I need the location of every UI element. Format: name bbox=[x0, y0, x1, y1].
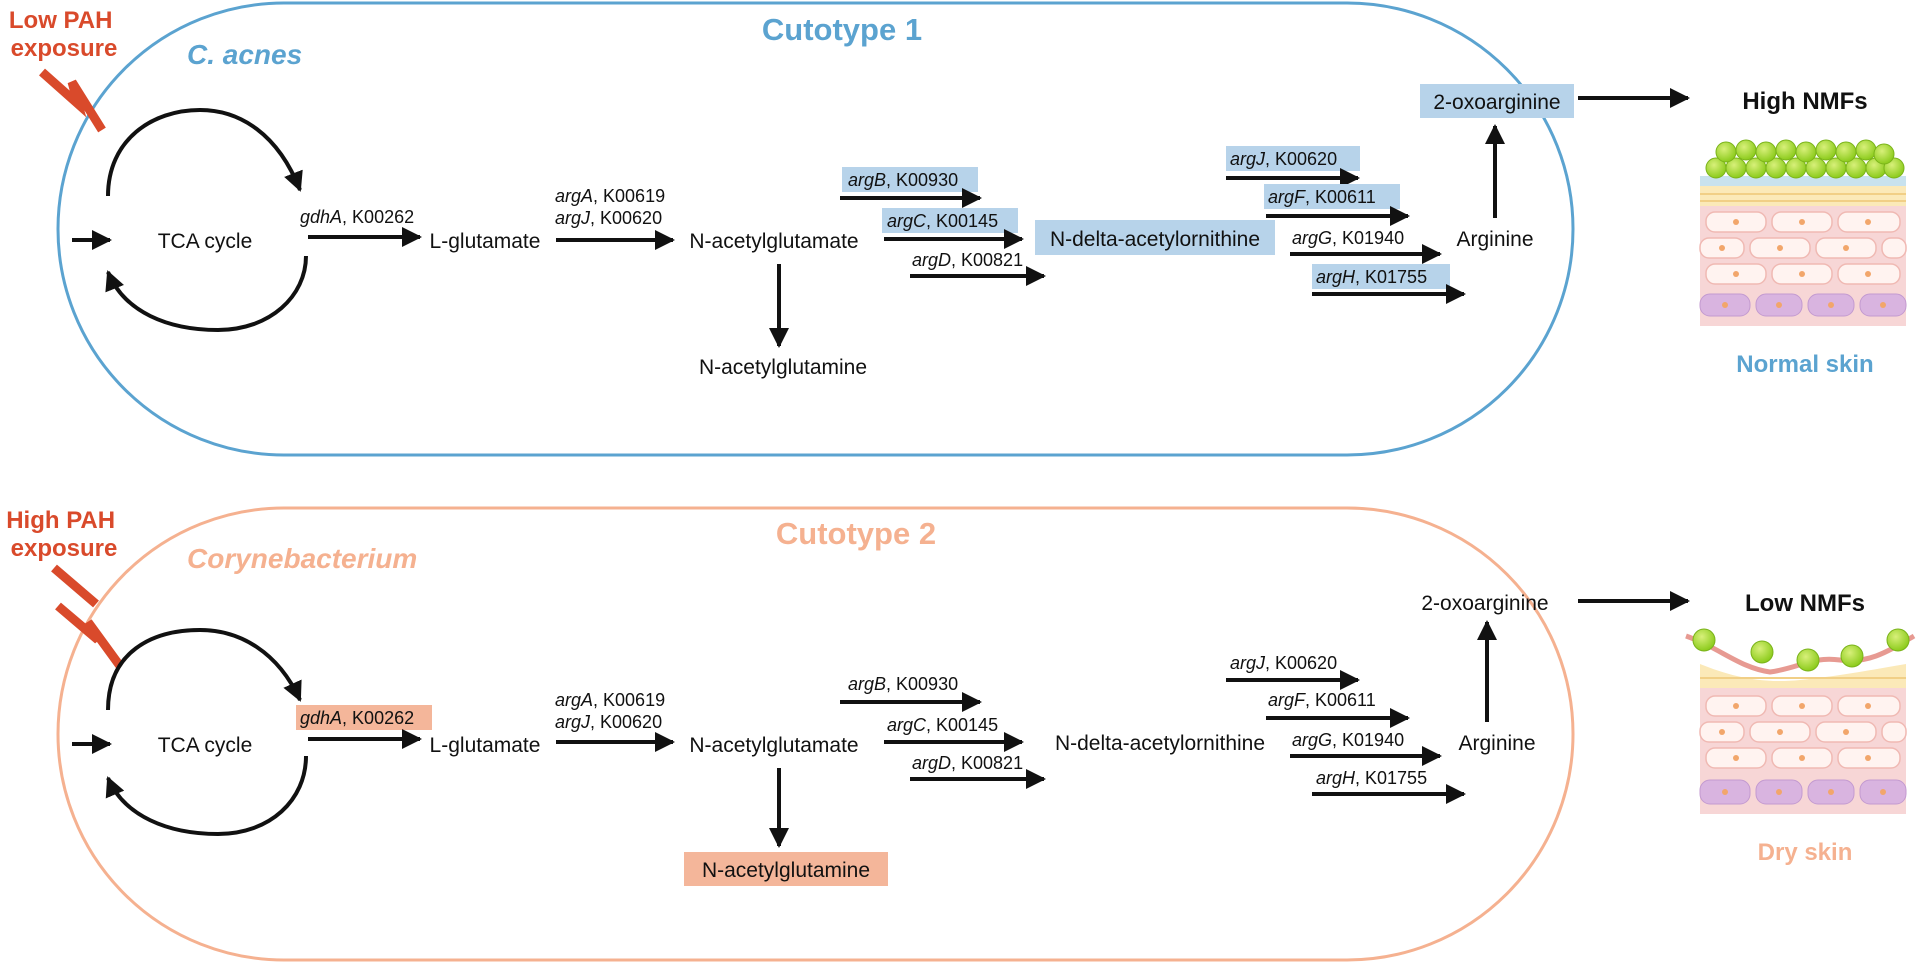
exposure-label: High PAH exposure bbox=[6, 507, 122, 562]
skin-label: Dry skin bbox=[1758, 839, 1853, 866]
enzyme-argf: argF, K00611 bbox=[1268, 187, 1376, 207]
node-n-acetylglutamate: N-acetylglutamate bbox=[689, 230, 858, 253]
highlight-oxo bbox=[1420, 84, 1574, 118]
highlight-gdha bbox=[296, 705, 432, 730]
highlight-argj-2 bbox=[1226, 146, 1360, 171]
exposure-label: Low PAH exposure bbox=[9, 7, 119, 62]
enzyme-argd: argD, K00821 bbox=[912, 753, 1023, 773]
node-n-acetylglutamine: N-acetylglutamine bbox=[699, 356, 867, 379]
node-n-delta-acetylornithine: N-delta-acetylornithine bbox=[1055, 732, 1265, 755]
highlight-argf bbox=[1264, 184, 1400, 209]
outcome-label: High NMFs bbox=[1742, 88, 1867, 115]
skin-label: Normal skin bbox=[1736, 351, 1873, 378]
panel-title: Cutotype 2 bbox=[776, 516, 936, 551]
enzyme-argc: argC, K00145 bbox=[887, 211, 998, 231]
tca-arc-bottom bbox=[105, 255, 308, 333]
enzyme-argj-1: argJ, K00620 bbox=[555, 712, 662, 732]
dry-skin-illustration bbox=[1685, 628, 1916, 814]
organism-label: Corynebacterium bbox=[187, 543, 417, 574]
node-arginine: Arginine bbox=[1456, 228, 1533, 251]
enzyme-argg: argG, K01940 bbox=[1292, 730, 1404, 750]
node-2-oxoarginine: 2-oxoarginine bbox=[1433, 91, 1560, 114]
cell-outline bbox=[56, 506, 1575, 962]
panel-title: Cutotype 1 bbox=[762, 12, 922, 47]
tca-arc-bottom bbox=[105, 755, 308, 837]
node-2-oxoarginine: 2-oxoarginine bbox=[1421, 592, 1548, 615]
highlight-argb bbox=[842, 167, 978, 192]
enzyme-gdha: gdhA, K00262 bbox=[300, 708, 414, 728]
cell-outline bbox=[56, 1, 1575, 457]
enzyme-gdha: gdhA, K00262 bbox=[300, 207, 414, 227]
tca-arc-top bbox=[106, 107, 303, 197]
outcome-label: Low NMFs bbox=[1745, 590, 1865, 617]
enzyme-argb: argB, K00930 bbox=[848, 674, 958, 694]
highlight-nagln bbox=[684, 852, 888, 886]
enzyme-argd: argD, K00821 bbox=[912, 250, 1023, 270]
normal-skin-illustration bbox=[1699, 139, 1907, 326]
organism-label: C. acnes bbox=[187, 39, 302, 70]
tca-arc-top bbox=[106, 627, 302, 711]
exposure-bolt-icon bbox=[39, 68, 106, 133]
node-l-glutamate: L-glutamate bbox=[430, 230, 541, 253]
tca-cycle-label: TCA cycle bbox=[158, 734, 253, 757]
panel-cutotype-1: Cutotype 1 C. acnes Low PAH exposure TCA… bbox=[9, 1, 1907, 457]
enzyme-argc: argC, K00145 bbox=[887, 715, 998, 735]
enzyme-argf: argF, K00611 bbox=[1268, 690, 1376, 710]
enzyme-argj-2: argJ, K00620 bbox=[1230, 653, 1337, 673]
highlight-argh bbox=[1312, 264, 1450, 289]
enzyme-argg: argG, K01940 bbox=[1292, 228, 1404, 248]
panel-cutotype-2: Cutotype 2 Corynebacterium High PAH expo… bbox=[6, 506, 1916, 962]
node-l-glutamate: L-glutamate bbox=[430, 734, 541, 757]
enzyme-argh: argH, K01755 bbox=[1316, 267, 1427, 287]
tca-cycle-label: TCA cycle bbox=[158, 230, 253, 253]
node-arginine: Arginine bbox=[1458, 732, 1535, 755]
highlight-argc bbox=[882, 208, 1018, 233]
node-n-delta-acetylornithine: N-delta-acetylornithine bbox=[1050, 228, 1260, 251]
enzyme-arga: argA, K00619 bbox=[555, 690, 665, 710]
node-n-acetylglutamate: N-acetylglutamate bbox=[689, 734, 858, 757]
enzyme-argh: argH, K01755 bbox=[1316, 768, 1427, 788]
exposure-bolt-icon bbox=[51, 564, 124, 669]
highlight-ndao bbox=[1035, 220, 1275, 255]
enzyme-argb: argB, K00930 bbox=[848, 170, 958, 190]
enzyme-arga: argA, K00619 bbox=[555, 186, 665, 206]
enzyme-argj-1: argJ, K00620 bbox=[555, 208, 662, 228]
enzyme-argj-2: argJ, K00620 bbox=[1230, 149, 1337, 169]
node-n-acetylglutamine: N-acetylglutamine bbox=[702, 859, 870, 882]
